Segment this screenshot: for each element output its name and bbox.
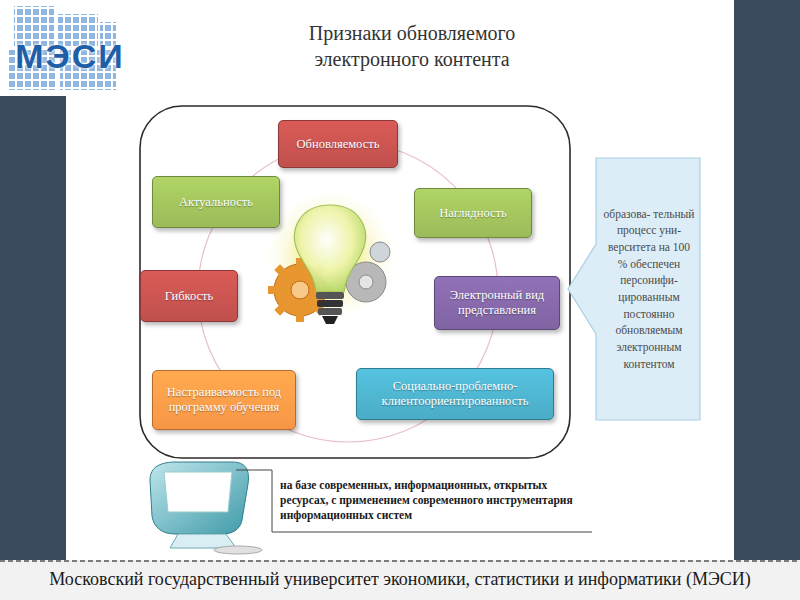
callout-text: образова- тельный процесс уни- верситета… [602, 206, 696, 373]
base-note: на базе современных, информационных, отк… [280, 478, 588, 523]
feature-label: Обновляемость [297, 137, 380, 152]
feature-box: Электронный вид представления [434, 276, 560, 330]
text-group: Наглядность [439, 206, 506, 221]
feature-label: Социально-проблемно-клиентоориентированн… [365, 379, 545, 409]
feature-label: Наглядность [439, 206, 506, 221]
feature-label: Электронный вид представления [443, 288, 551, 318]
text-group: Электронный вид представления [443, 288, 551, 318]
feature-label: Гибкость [165, 289, 214, 304]
feature-label: Актуальность [179, 195, 253, 210]
callout-shape [566, 156, 702, 422]
footer-band [0, 560, 800, 600]
feature-box: Гибкость [140, 270, 238, 322]
feature-box: Наглядность [414, 188, 532, 238]
footer-text: Московский государственный университет э… [10, 568, 790, 591]
feature-box: Социально-проблемно-клиентоориентированн… [356, 368, 554, 420]
leader-line [236, 470, 592, 532]
text-group: Обновляемость [297, 137, 380, 152]
slide-title: Признаки обновляемого электронного конте… [262, 20, 562, 72]
feature-label: Настраиваемость под программу обучения [161, 385, 287, 415]
footer-rule [0, 560, 800, 562]
text-group: Настраиваемость под программу обучения [161, 385, 287, 415]
lightbulb-illustration [260, 192, 400, 332]
text-group: Социально-проблемно-клиентоориентированн… [365, 379, 545, 409]
callout-box: образова- тельный процесс уни- верситета… [566, 156, 702, 422]
side-band [734, 0, 800, 560]
logo [0, 0, 128, 96]
frame-outline [140, 106, 570, 458]
computer-illustration [150, 462, 262, 554]
text-group: Актуальность [179, 195, 253, 210]
feature-box: Обновляемость [278, 120, 398, 168]
logo-letters: МЭСИ [14, 36, 126, 77]
feature-box: Настраиваемость под программу обучения [152, 370, 296, 430]
text-group: образова- тельный процесс уни- верситета… [602, 206, 696, 373]
feature-box: Актуальность [152, 176, 280, 228]
text-group: Гибкость [165, 289, 214, 304]
